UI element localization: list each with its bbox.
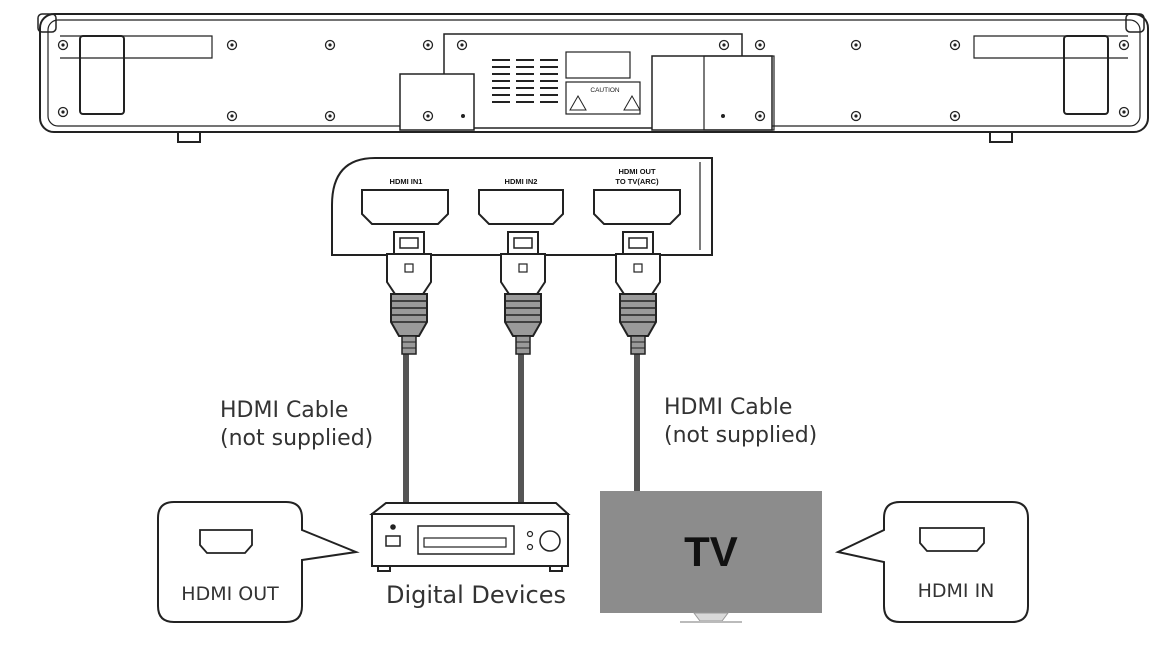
hdmi-out-port-icon [199,529,253,554]
cable-label-right-line1: HDMI Cable [664,395,792,420]
hdmi-in2-port [478,189,564,225]
hdmi-in1-port [361,189,449,225]
callout-hdmi-out-label: HDMI OUT [181,583,279,605]
port-label-out-line1: HDMI OUT [618,167,655,176]
hdmi-in-callout [834,501,1029,623]
callout-hdmi-in-label: HDMI IN [918,580,995,602]
hdmi-plug-out [615,231,661,355]
soundbar-screws [57,39,1130,122]
digital-device [369,502,571,572]
port-label-out-line2: TO TV(ARC) [615,177,659,186]
cable-label-left-line2: (not supplied) [220,426,373,451]
hdmi-out-callout [157,501,360,623]
cables [403,340,640,510]
tv [600,491,822,623]
hdmi-in-port-icon [919,527,985,552]
caution-label: CAUTION [590,87,620,94]
port-label-in1: HDMI IN1 [390,177,423,186]
hdmi-out-port [593,189,681,225]
hdmi-plug-in2 [500,231,546,355]
hdmi-plug-in1 [386,231,432,355]
port-panel [331,157,713,256]
cable-label-right-line2: (not supplied) [664,423,817,448]
digital-devices-label: Digital Devices [386,581,566,609]
tv-label: TV [684,528,738,575]
cable-label-left-line1: HDMI Cable [220,398,348,423]
soundbar-back-view [37,13,1149,143]
port-label-in2: HDMI IN2 [505,177,538,186]
